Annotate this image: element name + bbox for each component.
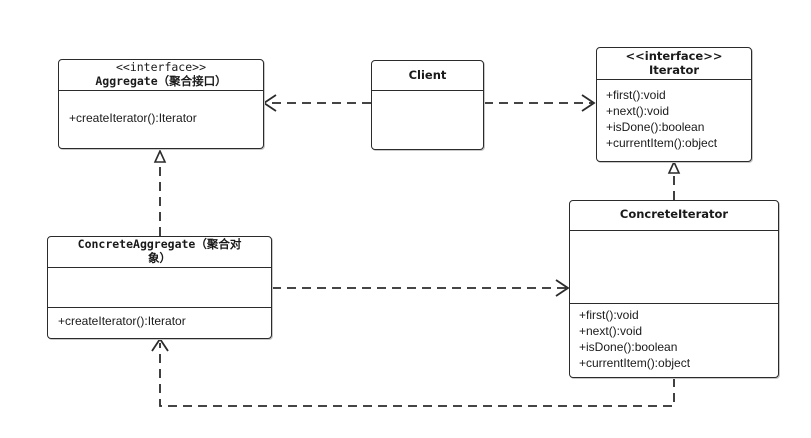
concrete-aggregate-separator-bottom (48, 307, 271, 308)
client-class-box[interactable]: Client (371, 60, 484, 150)
concrete-aggregate-separator-top (48, 267, 271, 268)
concrete-iterator-method: +currentItem():object (579, 356, 691, 370)
open-arrowhead-concreteaggregate (151, 337, 169, 352)
concrete-iterator-separator-top (570, 230, 778, 231)
concrete-iterator-method: +isDone():boolean (579, 340, 678, 354)
iterator-separator (597, 79, 751, 80)
concrete-iterator-method: +first():void (579, 308, 639, 322)
client-title: Client (408, 68, 447, 82)
open-arrowhead-aggregate (262, 94, 277, 112)
concrete-iterator-separator-bottom (570, 303, 778, 304)
concrete-iterator-method: +next():void (579, 324, 643, 338)
iterator-interface-box[interactable]: <<interface>> Iterator +first():void +ne… (596, 47, 752, 162)
iterator-method: +currentItem():object (606, 136, 718, 150)
realization-triangle-aggregate (153, 149, 167, 163)
concrete-iterator-title: ConcreteIterator (619, 207, 729, 221)
concrete-iterator-class-box[interactable]: ConcreteIterator +first():void +next():v… (569, 200, 779, 378)
realization-triangle-iterator (667, 160, 681, 174)
concrete-aggregate-class-box[interactable]: ConcreteAggregate（聚合对 象） +createIterator… (47, 236, 272, 339)
concrete-aggregate-title-line2: 象） (148, 251, 171, 265)
iterator-stereotype: <<interface>> (625, 49, 723, 63)
aggregate-title: Aggregate（聚合接口） (95, 74, 227, 88)
iterator-method: +isDone():boolean (606, 120, 705, 134)
concrete-aggregate-method: +createIterator():Iterator (58, 314, 186, 328)
aggregate-method: +createIterator():Iterator (69, 111, 197, 125)
dependency-concreteiterator-to-concreteaggregate (159, 343, 675, 407)
aggregate-separator (59, 90, 263, 91)
aggregate-interface-box[interactable]: <<interface>> Aggregate（聚合接口） +createIte… (58, 59, 264, 149)
iterator-method: +next():void (606, 104, 670, 118)
open-arrowhead-iterator (581, 94, 596, 112)
iterator-title: Iterator (648, 63, 700, 77)
open-arrowhead-concreteiterator (555, 279, 570, 297)
client-separator (372, 90, 483, 91)
aggregate-stereotype: <<interface>> (115, 60, 206, 74)
iterator-method: +first():void (606, 88, 666, 102)
concrete-aggregate-title-line1: ConcreteAggregate（聚合对 (77, 237, 242, 251)
